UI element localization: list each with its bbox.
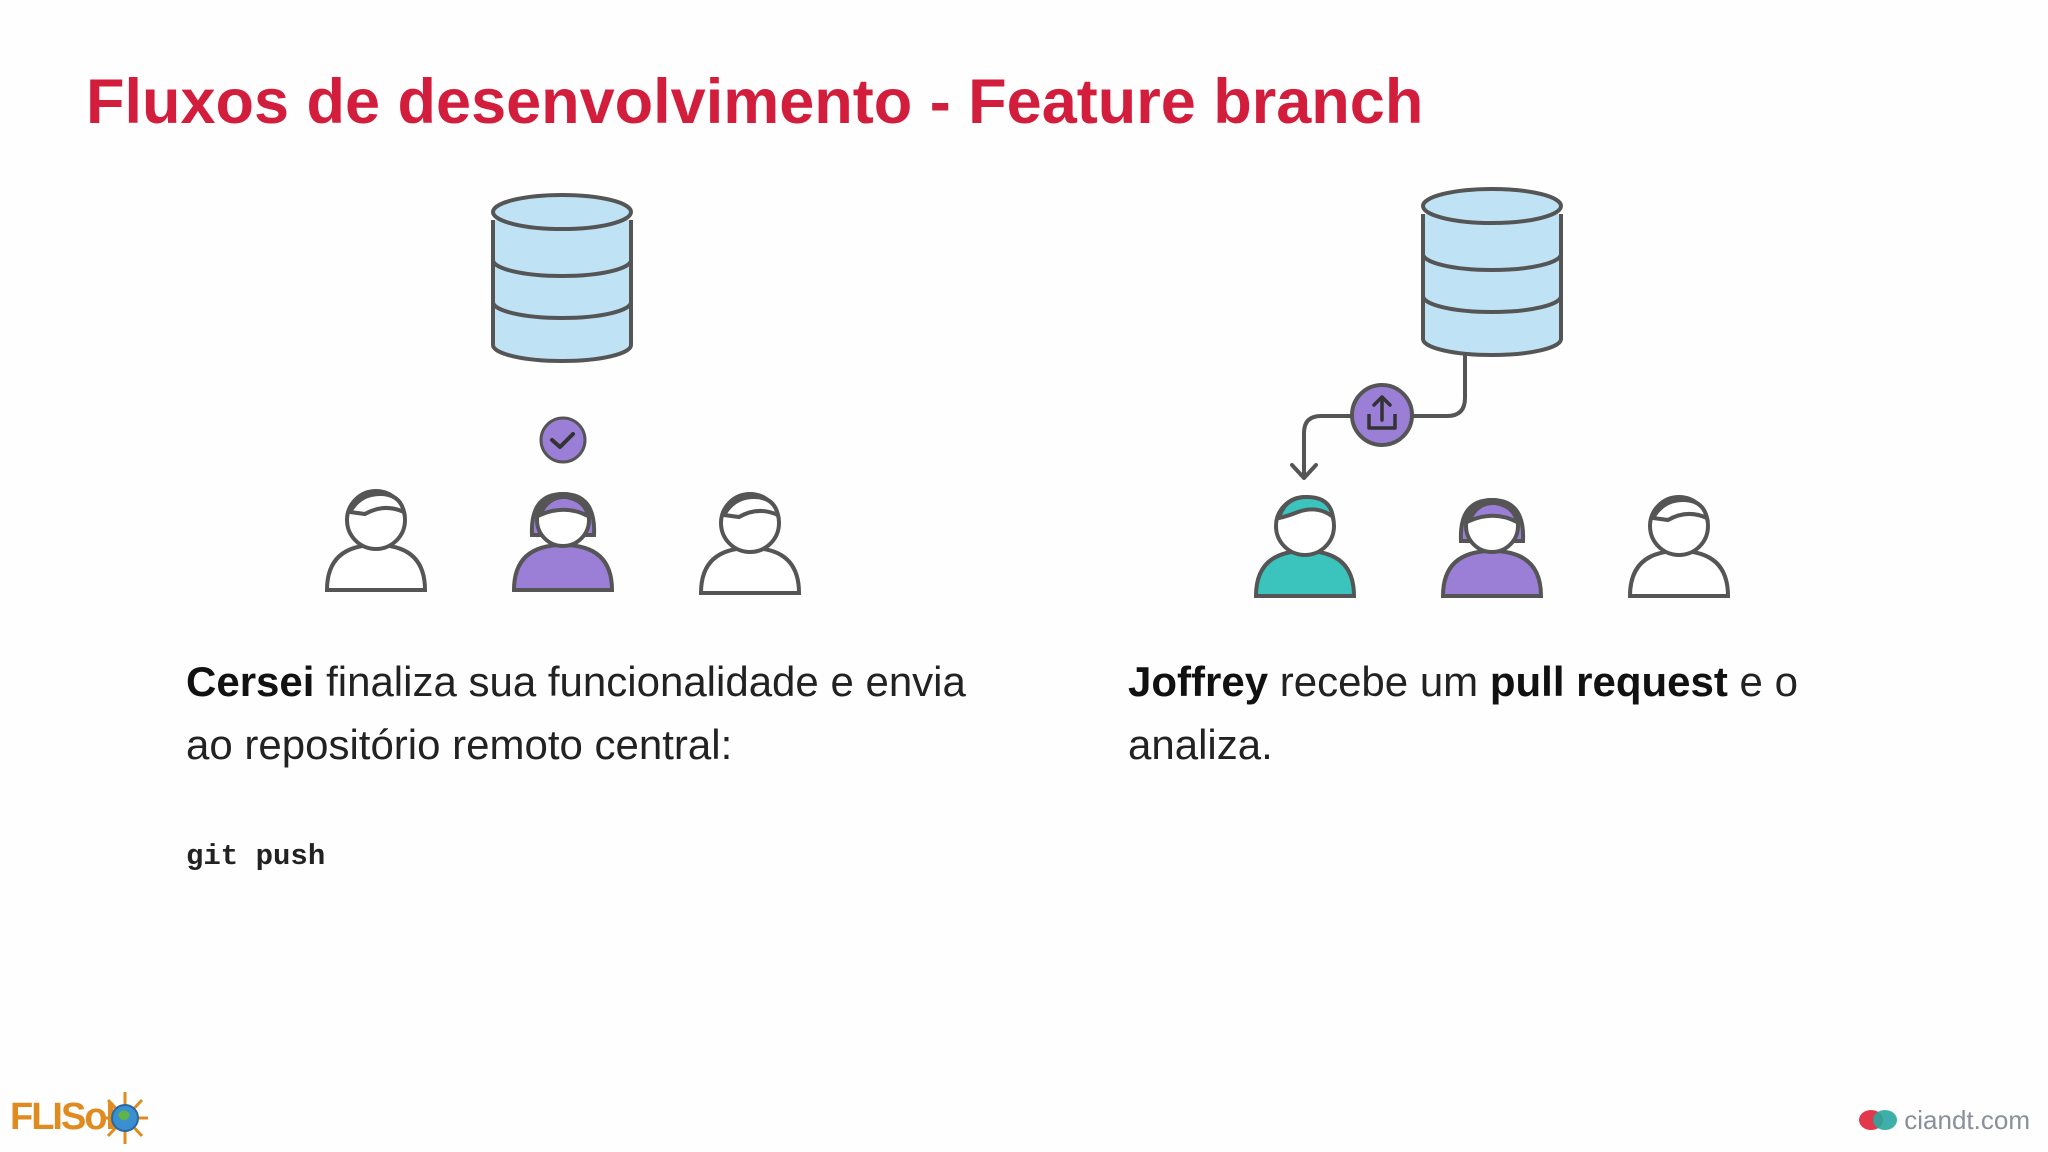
git-push-command: git push xyxy=(186,840,326,873)
upload-icon xyxy=(1350,383,1414,447)
flisol-logo: FLISoL xyxy=(10,1086,150,1152)
slide-title: Fluxos de desenvolvimento - Feature bran… xyxy=(86,67,1424,137)
joffrey-avatar xyxy=(1253,494,1357,598)
ciandt-logo-text: ciandt.com xyxy=(1904,1104,2030,1135)
arrow-down-icon xyxy=(1290,463,1318,480)
developer-avatar xyxy=(698,492,802,595)
pull-request-connector xyxy=(1302,414,1355,476)
cersei-name: Cersei xyxy=(186,658,315,705)
joffrey-name: Joffrey xyxy=(1128,658,1269,705)
developer-avatar xyxy=(1440,497,1544,598)
check-icon xyxy=(539,416,587,464)
right-caption-text-2: e o analiza. xyxy=(1128,658,1798,768)
right-caption-text-1: recebe um xyxy=(1268,658,1490,705)
cersei-avatar xyxy=(511,491,615,592)
developer-avatar xyxy=(324,489,428,592)
developer-avatar xyxy=(1627,495,1731,598)
right-caption: Joffrey recebe um pull request e o anali… xyxy=(1128,650,1948,776)
ciandt-logo-icon xyxy=(1859,1110,1898,1130)
globe-icon xyxy=(102,1092,148,1144)
ciandt-logo: ciandt.com xyxy=(1858,1100,2030,1140)
pull-request-highlight: pull request xyxy=(1489,658,1728,705)
left-caption-text: finaliza sua funcionalidade e envia ao r… xyxy=(186,658,966,768)
repository-icon xyxy=(491,193,633,363)
pull-request-connector xyxy=(1407,355,1467,418)
repository-icon xyxy=(1421,187,1563,357)
left-caption: Cersei finaliza sua funcionalidade e env… xyxy=(186,650,1006,776)
